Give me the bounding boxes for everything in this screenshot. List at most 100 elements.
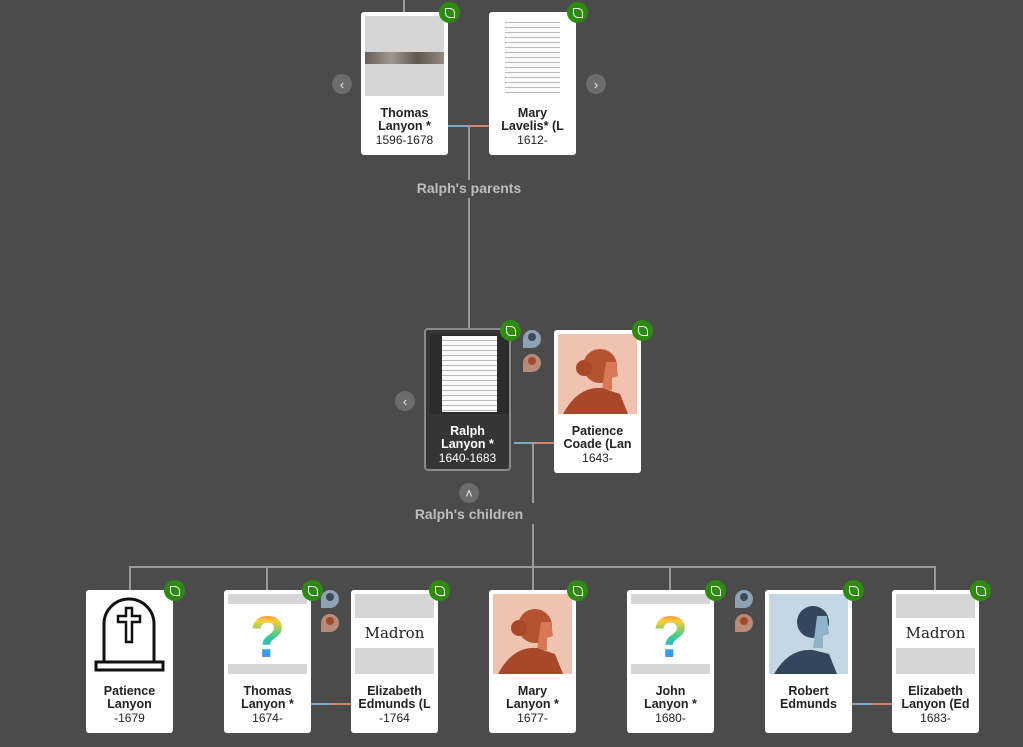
line-parents-down2 (468, 198, 470, 328)
last-name: Lanyon * (378, 119, 431, 133)
last-name: Coade (Lan (563, 437, 632, 451)
first-name: John (655, 685, 686, 698)
hint-leaf-icon[interactable] (705, 580, 726, 601)
life-dates: -1764 (379, 711, 410, 725)
first-name: Elizabeth (367, 685, 422, 698)
last-name: Lanyon (107, 697, 152, 711)
couple-line (311, 703, 351, 705)
first-name: Patience (571, 425, 624, 438)
person-photo: ? (228, 594, 307, 674)
mother-avatar-icon[interactable] (523, 354, 541, 372)
life-dates: 1680- (655, 711, 686, 725)
person-photo (769, 594, 848, 674)
last-name: Edmunds (780, 697, 837, 711)
first-name: Patience (103, 685, 156, 698)
first-name: Robert (788, 685, 829, 698)
person-photo: ? (631, 594, 710, 674)
last-name: Lanyon * (241, 697, 294, 711)
photo-text: Madron (364, 624, 425, 642)
last-name: Lanyon (Ed (901, 697, 970, 711)
first-name: Ralph (450, 425, 485, 438)
drop (266, 566, 268, 590)
first-name: Thomas (243, 685, 292, 698)
hint-leaf-icon[interactable] (632, 320, 653, 341)
life-dates: 1674- (252, 711, 283, 725)
drop (532, 566, 534, 590)
drop (129, 566, 131, 590)
children-label: Ralph's children (414, 506, 524, 522)
person-photo (493, 594, 572, 674)
last-name: Lavelis* (L (501, 119, 564, 133)
person-photo: Madron (355, 594, 434, 674)
couple-line (852, 703, 892, 705)
line-top (403, 0, 405, 12)
line-children-down2 (532, 524, 534, 566)
hint-leaf-icon[interactable] (843, 580, 864, 601)
collapse-children-button[interactable]: ˄ (459, 483, 479, 503)
couple-line (514, 442, 554, 444)
hint-leaf-icon[interactable] (970, 580, 991, 601)
last-name: Lanyon * (644, 697, 697, 711)
last-name: Edmunds (L (358, 697, 431, 711)
person-photo (558, 334, 637, 414)
couple-line (447, 125, 489, 127)
father-avatar-icon[interactable] (735, 590, 753, 608)
person-photo (90, 594, 169, 674)
hint-leaf-icon[interactable] (567, 2, 588, 23)
father-avatar-icon[interactable] (321, 590, 339, 608)
hint-leaf-icon[interactable] (439, 2, 460, 23)
life-dates: 1612- (517, 133, 548, 147)
last-name: Lanyon * (441, 437, 494, 451)
life-dates: 1643- (582, 451, 613, 465)
drop (669, 566, 671, 590)
person-photo (430, 334, 509, 414)
next-parents-button[interactable]: › (586, 74, 606, 94)
prev-parents-button[interactable]: ‹ (332, 74, 352, 94)
line-children-down (532, 443, 534, 503)
life-dates: 1640-1683 (438, 451, 497, 465)
life-dates: 1677- (517, 711, 548, 725)
hint-leaf-icon[interactable] (500, 320, 521, 341)
father-avatar-icon[interactable] (523, 330, 541, 348)
hint-leaf-icon[interactable] (164, 580, 185, 601)
life-dates: -1679 (114, 711, 145, 725)
line-parents-down (468, 126, 470, 180)
first-name: Mary (517, 685, 548, 698)
mother-avatar-icon[interactable] (321, 614, 339, 632)
photo-text: Madron (905, 624, 966, 642)
hint-leaf-icon[interactable] (567, 580, 588, 601)
first-name: Mary (517, 107, 548, 120)
hint-leaf-icon[interactable] (429, 580, 450, 601)
parents-label: Ralph's parents (416, 180, 522, 196)
last-name: Lanyon * (506, 697, 559, 711)
person-photo (365, 16, 444, 96)
first-name: Thomas (380, 107, 429, 120)
hint-leaf-icon[interactable] (302, 580, 323, 601)
person-photo (493, 16, 572, 96)
drop (934, 566, 936, 590)
mother-avatar-icon[interactable] (735, 614, 753, 632)
prev-spouse-button[interactable]: ‹ (395, 391, 415, 411)
life-dates: 1596-1678 (375, 133, 434, 147)
